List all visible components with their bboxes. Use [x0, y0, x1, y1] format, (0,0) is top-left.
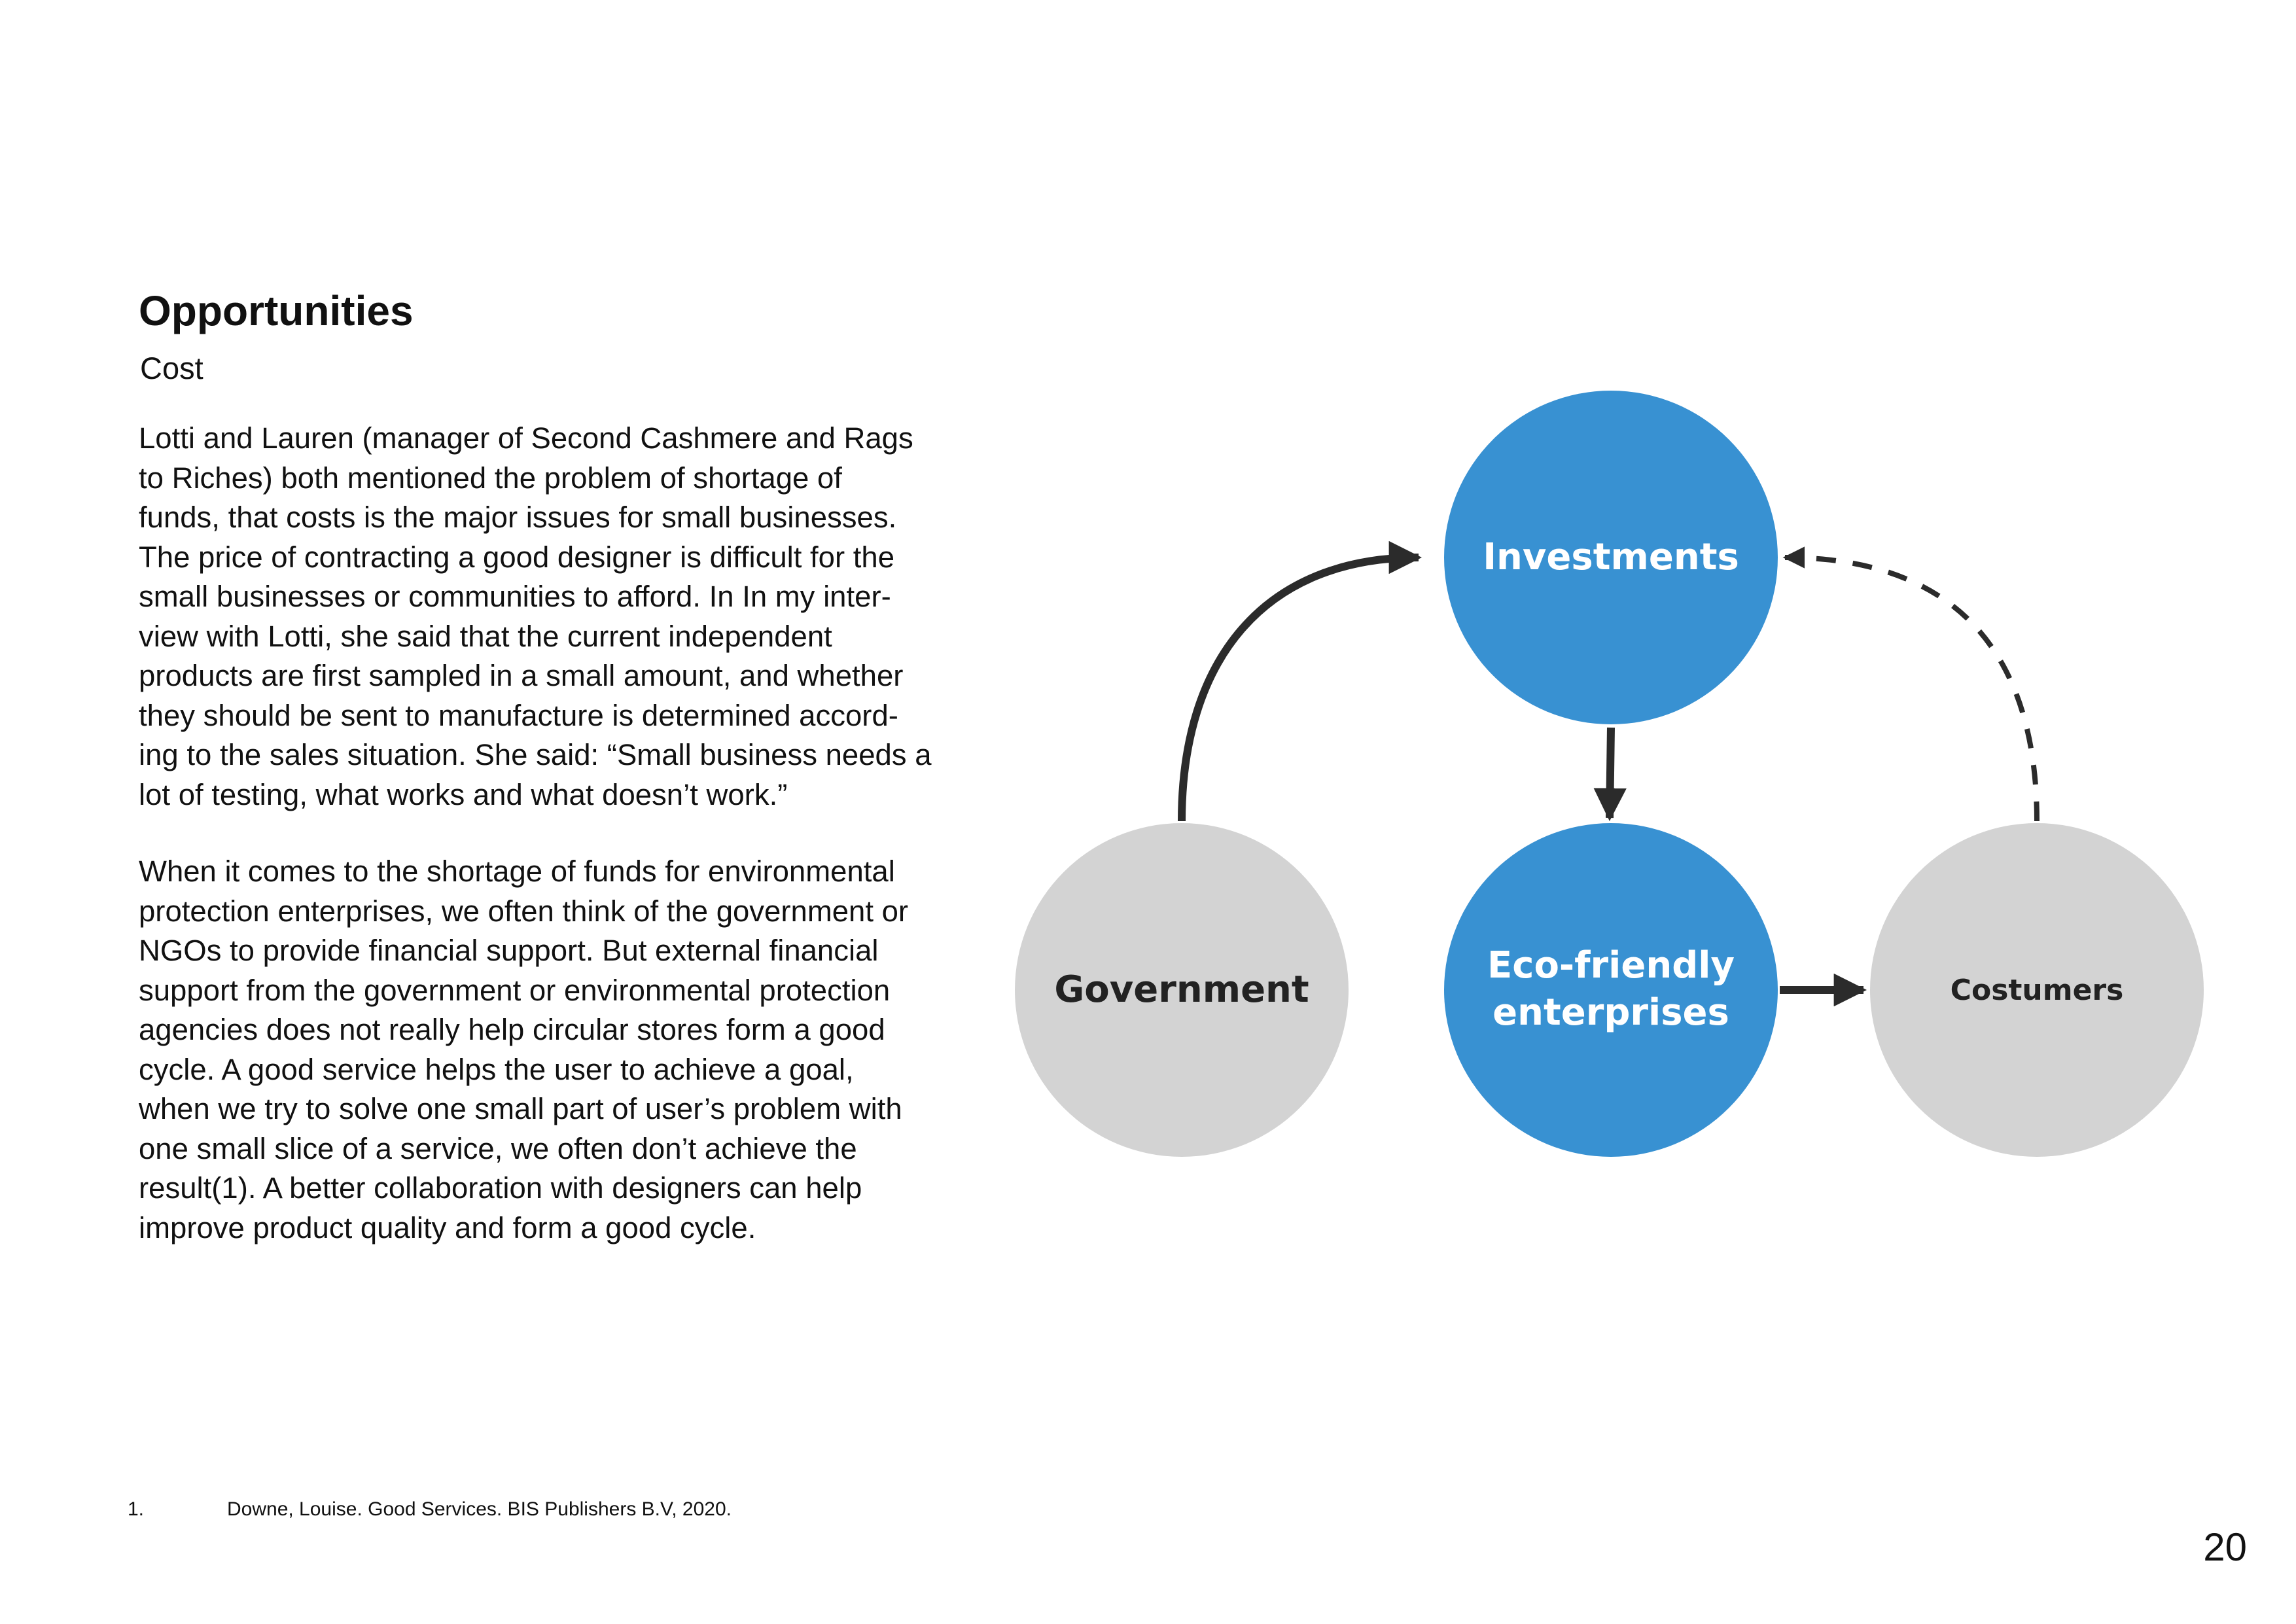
body-paragraph-2: When it comes to the shortage of funds f…	[139, 852, 957, 1248]
node-government: Government	[1015, 823, 1349, 1157]
text-line: funds, that costs is the major issues fo…	[139, 501, 897, 534]
text-line: small businesses or communities to affor…	[139, 580, 891, 613]
text-line: products are first sampled in a small am…	[139, 659, 904, 692]
text-line: one small slice of a service, we often d…	[139, 1131, 857, 1165]
text-line: support from the government or environme…	[139, 973, 891, 1007]
text-line: lot of testing, what works and what does…	[139, 777, 788, 811]
text-line: When it comes to the shortage of funds f…	[139, 855, 895, 888]
costumers-circle	[1870, 823, 2204, 1157]
government-label: Government	[1054, 968, 1309, 1011]
body-paragraph-1: Lotti and Lauren (manager of Second Cash…	[139, 419, 957, 815]
page-title: Opportunities	[139, 287, 414, 334]
edge-investments-to-eco	[1593, 727, 1627, 822]
eco-friendly-circle	[1444, 823, 1778, 1157]
text-line: ing to the sales situation. She said: “S…	[139, 738, 932, 771]
node-investments: Investments	[1444, 391, 1778, 724]
edge-costumers-to-investments	[1782, 546, 2040, 822]
node-costumers: Costumers	[1870, 823, 2204, 1157]
text-line: cycle. A good service helps the user to …	[139, 1052, 854, 1086]
text-line: NGOs to provide financial support. But e…	[139, 934, 879, 967]
text-line: they should be sent to manufacture is de…	[139, 698, 898, 732]
page-number: 20	[2203, 1525, 2247, 1569]
text-line: view with Lotti, she said that the curre…	[139, 619, 832, 653]
node-eco-friendly-enterprises: Eco-friendly enterprises	[1444, 823, 1778, 1157]
investments-label: Investments	[1483, 536, 1739, 578]
footnote-number: 1.	[128, 1498, 145, 1520]
costumers-label: Costumers	[1951, 974, 2124, 1007]
text-line: to Riches) both mentioned the problem of…	[139, 461, 842, 495]
text-line: result(1). A better collaboration with d…	[139, 1171, 862, 1205]
footnote-text: Downe, Louise. Good Services. BIS Publis…	[227, 1498, 732, 1520]
text-line: protection enterprises, we often think o…	[139, 894, 909, 928]
edge-government-to-investments	[1178, 540, 1422, 822]
text-line: Lotti and Lauren (manager of Second Cash…	[139, 421, 913, 455]
text-line: when we try to solve one small part of u…	[139, 1092, 902, 1125]
government-circle	[1015, 823, 1349, 1157]
investments-circle	[1444, 391, 1778, 724]
text-line: improve product quality and form a good …	[139, 1210, 756, 1244]
eco-friendly-label-line-1: Eco-friendly	[1487, 944, 1735, 987]
eco-friendly-label-line-2: enterprises	[1492, 991, 1729, 1034]
text-line: The price of contracting a good designer…	[139, 540, 895, 574]
text-line: agencies does not really help circular s…	[139, 1013, 885, 1046]
section-subtitle: Cost	[140, 351, 203, 385]
